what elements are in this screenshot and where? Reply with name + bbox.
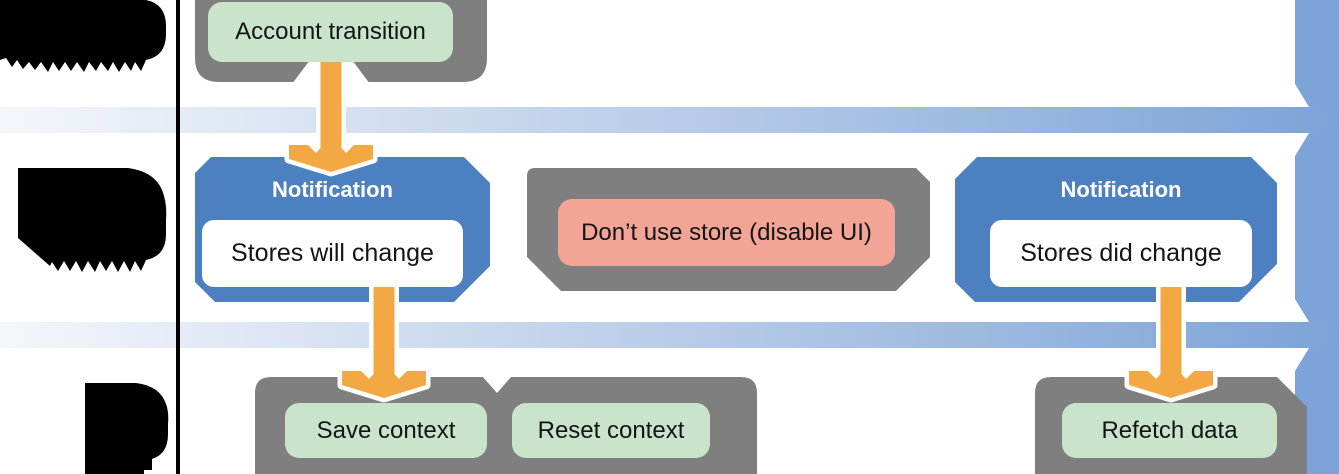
node-account-transition-label: Account transition (235, 18, 426, 45)
node-stores-will-change: Stores will change (202, 220, 463, 287)
arrow-notification-to-save (337, 287, 431, 403)
redacted-row-label-top (0, 0, 166, 72)
node-account-transition: Account transition (208, 2, 453, 62)
node-save-context-label: Save context (316, 416, 456, 444)
notification-left-title-text: Notification (272, 177, 393, 202)
loopback-bar (1295, 0, 1339, 474)
node-stores-did-change: Stores did change (990, 220, 1252, 287)
redacted-row-label-bottom (85, 383, 169, 474)
container-v-notch (483, 377, 511, 393)
flow-band-top (0, 107, 1339, 133)
bar-notch (1295, 348, 1309, 371)
notification-right-title: Notification (990, 177, 1252, 203)
arrow-account-to-notification (284, 62, 378, 177)
node-refetch-data-label: Refetch data (1101, 416, 1238, 444)
bar-notch (1295, 133, 1309, 156)
bar-notch (1295, 84, 1309, 107)
node-reset-context: Reset context (512, 403, 710, 458)
notification-left-title: Notification (202, 177, 463, 203)
notification-right-title-text: Notification (1060, 177, 1182, 202)
redacted-row-label-middle (18, 168, 167, 272)
node-stores-did-change-label: Stores did change (1020, 239, 1222, 267)
node-refetch-data: Refetch data (1062, 403, 1277, 458)
arrow-notification-to-refetch (1124, 287, 1218, 403)
node-stores-will-change-label: Stores will change (231, 239, 434, 267)
node-save-context: Save context (285, 403, 487, 458)
lane-divider (176, 0, 180, 474)
bar-notch (1295, 299, 1309, 322)
flow-band-bottom (0, 322, 1339, 348)
node-dont-use-store-label: Don’t use store (disable UI) (581, 218, 872, 246)
node-reset-context-label: Reset context (537, 416, 685, 444)
node-dont-use-store: Don’t use store (disable UI) (558, 199, 895, 266)
